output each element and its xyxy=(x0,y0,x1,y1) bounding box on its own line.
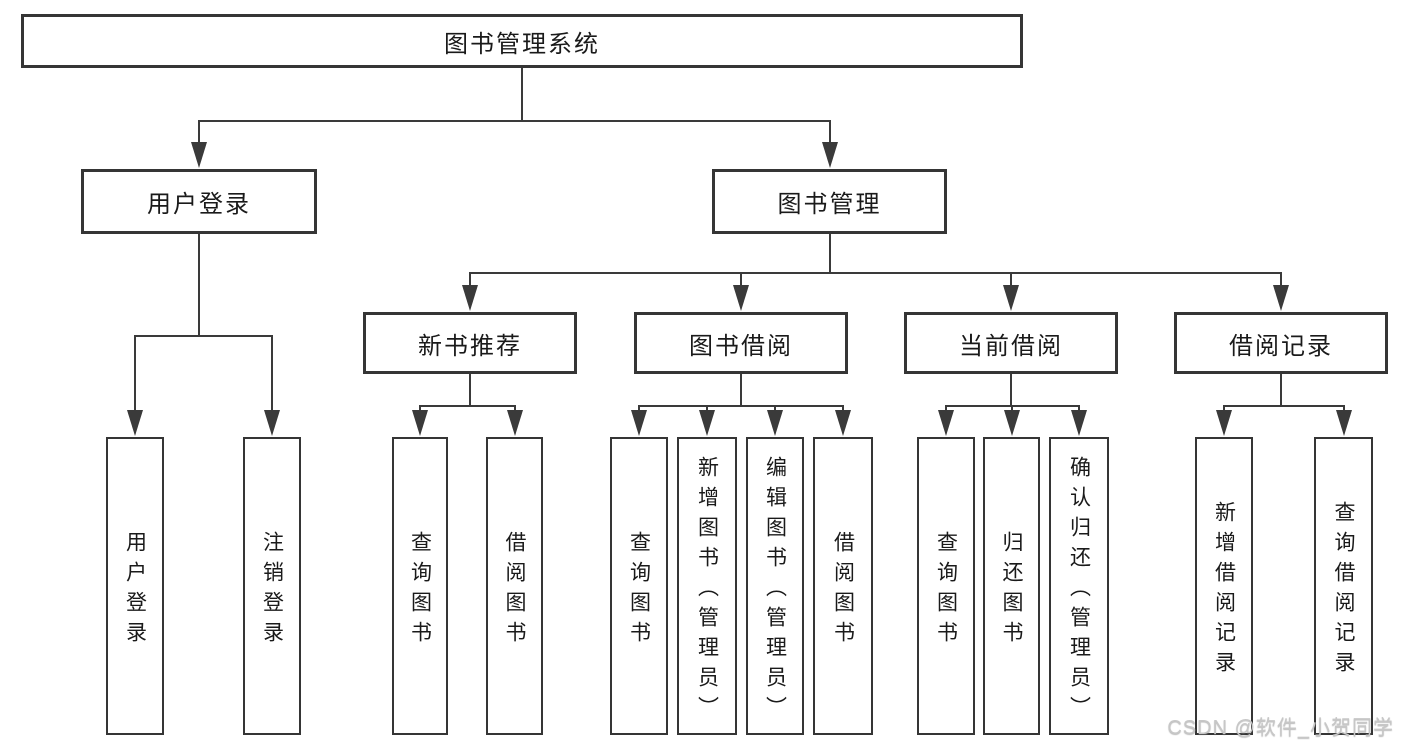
connector-line xyxy=(419,405,516,407)
connector-line xyxy=(740,374,742,407)
node-label-cur-confirm: 确认归还（管理员） xyxy=(1067,455,1091,726)
node-label-root: 图书管理系统 xyxy=(444,30,600,58)
node-label-rec-add: 新增借阅记录 xyxy=(1212,500,1236,681)
node-label-leaf-login: 用户登录 xyxy=(123,530,147,651)
node-bw-add: 新增图书（管理员） xyxy=(677,437,737,735)
node-cur-return: 归还图书 xyxy=(983,437,1040,735)
arrowhead-down-icon xyxy=(821,142,838,168)
connector-line xyxy=(706,405,708,413)
node-label-leaf-logout: 注销登录 xyxy=(260,530,284,651)
connector-line xyxy=(134,335,273,337)
node-rec-query: 查询借阅记录 xyxy=(1314,437,1373,735)
arrowhead-down-icon xyxy=(631,410,647,436)
node-label-nb-borrow: 借阅图书 xyxy=(503,530,527,651)
node-rec-add: 新增借阅记录 xyxy=(1195,437,1253,735)
node-label-borrowmod: 图书借阅 xyxy=(689,332,793,360)
connector-line xyxy=(469,374,471,407)
node-bw-borrow: 借阅图书 xyxy=(813,437,873,735)
connector-line xyxy=(1010,405,1013,413)
node-label-recordsmod: 借阅记录 xyxy=(1229,332,1333,360)
connector-line xyxy=(1342,405,1345,413)
node-cur-query: 查询图书 xyxy=(917,437,975,735)
connector-line xyxy=(828,120,831,145)
node-label-bw-add: 新增图书（管理员） xyxy=(695,455,719,726)
arrowhead-down-icon xyxy=(462,285,478,311)
connector-line xyxy=(1280,272,1282,288)
node-nb-query: 查询图书 xyxy=(392,437,448,735)
connector-line xyxy=(828,234,831,274)
connector-line xyxy=(774,405,776,413)
connector-line xyxy=(198,120,200,145)
arrowhead-down-icon xyxy=(1071,410,1087,436)
node-label-login: 用户登录 xyxy=(147,191,251,218)
arrowhead-down-icon xyxy=(1335,410,1352,436)
node-bw-edit: 编辑图书（管理员） xyxy=(746,437,804,735)
node-leaf-login: 用户登录 xyxy=(106,437,164,735)
arrowhead-down-icon xyxy=(938,410,954,436)
arrowhead-down-icon xyxy=(506,410,523,436)
arrowhead-down-icon xyxy=(767,410,783,436)
node-label-rec-query: 查询借阅记录 xyxy=(1332,500,1356,681)
connector-line xyxy=(521,68,523,122)
node-nb-borrow: 借阅图书 xyxy=(486,437,543,735)
node-label-nb-query: 查询图书 xyxy=(408,530,432,651)
arrowhead-down-icon xyxy=(835,410,851,436)
connector-line xyxy=(1280,374,1282,407)
connector-line xyxy=(1010,374,1012,407)
node-newbook: 新书推荐 xyxy=(363,312,577,374)
node-label-newbook: 新书推荐 xyxy=(418,332,522,360)
arrowhead-down-icon xyxy=(1003,285,1019,311)
connector-line xyxy=(271,335,273,413)
node-bw-query: 查询图书 xyxy=(610,437,668,735)
arrowhead-down-icon xyxy=(127,410,143,436)
connector-line xyxy=(419,405,421,413)
arrowhead-down-icon xyxy=(191,142,207,168)
node-label-bw-borrow: 借阅图书 xyxy=(831,530,855,651)
node-leaf-logout: 注销登录 xyxy=(243,437,301,735)
connector-line xyxy=(1223,405,1225,413)
arrowhead-down-icon xyxy=(264,410,280,436)
node-label-cur-query: 查询图书 xyxy=(934,530,958,651)
arrowhead-down-icon xyxy=(412,410,428,436)
connector-line xyxy=(469,272,1282,274)
node-currentmod: 当前借阅 xyxy=(904,312,1118,374)
arrowhead-down-icon xyxy=(1216,410,1232,436)
node-label-cur-return: 归还图书 xyxy=(1000,530,1024,651)
node-label-bw-edit: 编辑图书（管理员） xyxy=(763,455,787,726)
node-label-bw-query: 查询图书 xyxy=(627,530,651,651)
watermark: CSDN @软件_小贺同学 xyxy=(1167,717,1394,739)
connector-line xyxy=(1010,272,1012,288)
node-root: 图书管理系统 xyxy=(21,14,1023,68)
connector-line xyxy=(198,234,200,337)
connector-line xyxy=(513,405,516,413)
arrowhead-down-icon xyxy=(699,410,715,436)
connector-line xyxy=(945,405,1080,407)
node-recordsmod: 借阅记录 xyxy=(1174,312,1388,374)
connector-line xyxy=(842,405,844,413)
connector-line xyxy=(638,405,640,413)
connector-line xyxy=(740,272,742,288)
node-mgmt: 图书管理 xyxy=(712,169,947,234)
node-borrowmod: 图书借阅 xyxy=(634,312,848,374)
arrowhead-down-icon xyxy=(1003,410,1020,436)
connector-line xyxy=(198,120,831,122)
connector-line xyxy=(134,335,136,413)
connector-line xyxy=(469,272,471,288)
node-cur-confirm: 确认归还（管理员） xyxy=(1049,437,1109,735)
node-label-mgmt: 图书管理 xyxy=(777,191,882,218)
connector-line xyxy=(638,405,844,407)
arrowhead-down-icon xyxy=(1273,285,1289,311)
connector-line xyxy=(1078,405,1080,413)
arrowhead-down-icon xyxy=(733,285,749,311)
node-label-currentmod: 当前借阅 xyxy=(959,332,1063,360)
connector-line xyxy=(1223,405,1345,407)
node-login: 用户登录 xyxy=(81,169,317,234)
connector-line xyxy=(945,405,947,413)
